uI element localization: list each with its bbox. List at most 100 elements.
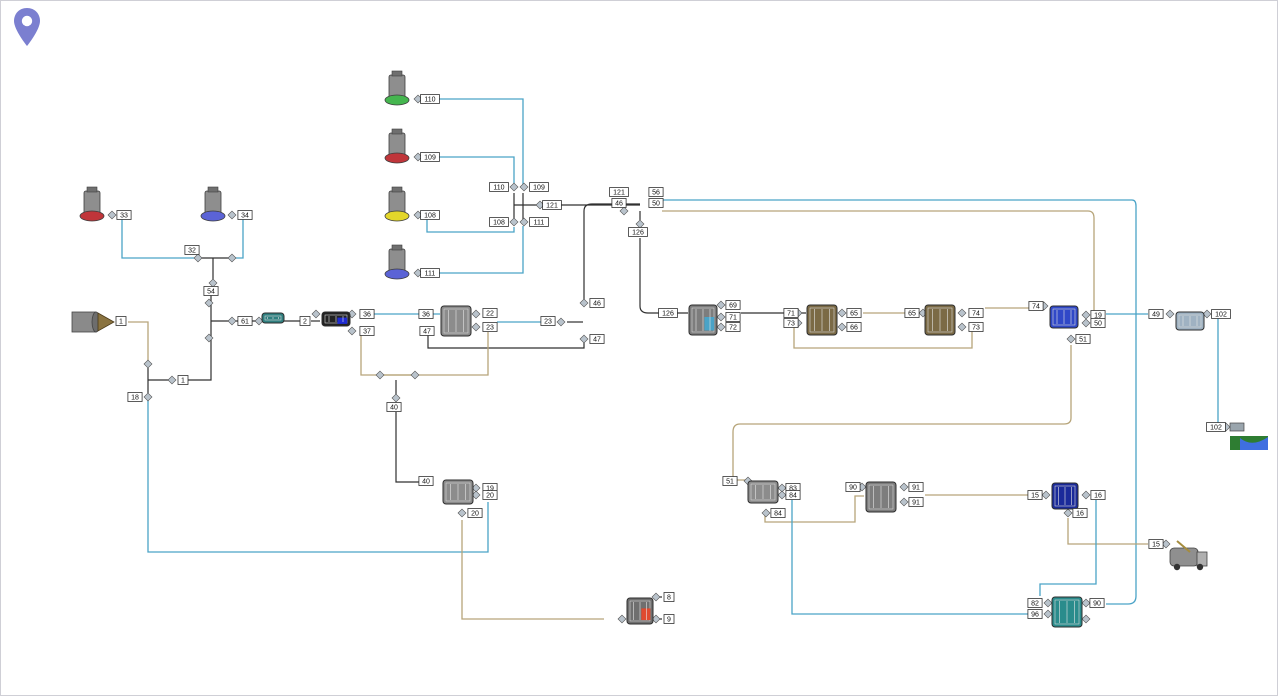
stream-label[interactable]: 46 (589, 298, 605, 308)
connection-node[interactable] (899, 497, 909, 507)
sludge-thickener-icon[interactable] (747, 480, 779, 504)
connection-node[interactable] (1081, 318, 1091, 328)
stream-label[interactable]: 51 (1075, 334, 1091, 344)
connection-node[interactable] (556, 317, 566, 327)
stream-label[interactable]: 109 (529, 182, 549, 192)
connection-node[interactable] (519, 217, 529, 227)
stream-label[interactable]: 74 (968, 308, 984, 318)
stream-label[interactable]: 111 (420, 268, 440, 278)
connection-node[interactable] (107, 210, 117, 220)
connection-node[interactable] (457, 508, 467, 518)
stream-label[interactable]: 65 (846, 308, 862, 318)
stream-label[interactable]: 84 (785, 490, 801, 500)
stream-label[interactable]: 90 (845, 482, 861, 492)
influent-pipe-icon[interactable] (71, 311, 115, 333)
connection-node[interactable] (1202, 309, 1212, 319)
stream-label[interactable]: 51 (722, 476, 738, 486)
stream-label[interactable]: 15 (1027, 490, 1043, 500)
connection-node[interactable] (193, 253, 203, 263)
stream-label[interactable]: 72 (725, 322, 741, 332)
chemical-tank-icon[interactable] (384, 244, 410, 280)
stream-label[interactable]: 110 (489, 182, 509, 192)
connection-node[interactable] (509, 217, 519, 227)
stream-label[interactable]: 54 (203, 286, 219, 296)
connection-node[interactable] (519, 182, 529, 192)
connection-node[interactable] (143, 359, 153, 369)
connection-node[interactable] (651, 592, 661, 602)
stream-label[interactable]: 121 (542, 200, 562, 210)
stream-label[interactable]: 47 (419, 326, 435, 336)
connection-node[interactable] (410, 370, 420, 380)
connection-node[interactable] (579, 298, 589, 308)
stream-label[interactable]: 16 (1090, 490, 1106, 500)
connection-node[interactable] (1165, 309, 1175, 319)
stream-label[interactable]: 9 (663, 614, 675, 624)
stream-label[interactable]: 84 (770, 508, 786, 518)
connection-node[interactable] (471, 322, 481, 332)
uv-disinfection-icon[interactable] (1175, 311, 1205, 331)
stream-label[interactable]: 18 (127, 392, 143, 402)
stream-label[interactable]: 20 (482, 490, 498, 500)
stream-label[interactable]: 108 (489, 217, 509, 227)
connection-node[interactable] (1043, 609, 1053, 619)
connection-node[interactable] (204, 298, 214, 308)
connection-node[interactable] (227, 316, 237, 326)
stream-label[interactable]: 73 (968, 322, 984, 332)
filtrate-tank-icon[interactable] (1051, 596, 1083, 628)
connection-node[interactable] (1081, 614, 1091, 624)
stream-label[interactable]: 102 (1206, 422, 1226, 432)
stream-label[interactable]: 102 (1211, 309, 1231, 319)
stream-label[interactable]: 47 (589, 334, 605, 344)
stream-label[interactable]: 91 (908, 482, 924, 492)
connection-node[interactable] (1081, 490, 1091, 500)
stream-label[interactable]: 33 (116, 210, 132, 220)
stream-label[interactable]: 109 (420, 152, 440, 162)
stream-label[interactable]: 1 (177, 375, 189, 385)
connection-node[interactable] (716, 300, 726, 310)
dewatering-unit-icon[interactable] (865, 481, 897, 513)
thickener-icon[interactable] (442, 479, 474, 505)
chemical-tank-icon[interactable] (384, 186, 410, 222)
connection-node[interactable] (651, 614, 661, 624)
chemical-tank-icon[interactable] (384, 70, 410, 106)
connection-node[interactable] (1041, 490, 1051, 500)
connection-node[interactable] (837, 308, 847, 318)
primary-clarifier-icon[interactable] (440, 305, 472, 337)
connection-node[interactable] (619, 206, 629, 216)
stream-label[interactable]: 8 (663, 592, 675, 602)
connection-node[interactable] (837, 322, 847, 332)
connection-node[interactable] (375, 370, 385, 380)
stream-label[interactable]: 50 (648, 198, 664, 208)
connection-node[interactable] (1043, 598, 1053, 608)
stream-label[interactable]: 40 (386, 402, 402, 412)
connection-node[interactable] (1081, 598, 1091, 608)
connection-node[interactable] (899, 482, 909, 492)
chemical-tank-icon[interactable] (200, 186, 226, 222)
stream-label[interactable]: 36 (359, 309, 375, 319)
stream-label[interactable]: 65 (904, 308, 920, 318)
stream-label[interactable]: 91 (908, 497, 924, 507)
connection-node[interactable] (208, 278, 218, 288)
connection-node[interactable] (617, 614, 627, 624)
stream-label[interactable]: 23 (540, 316, 556, 326)
stream-label[interactable]: 49 (1148, 309, 1164, 319)
stream-label[interactable]: 1 (115, 316, 127, 326)
stream-label[interactable]: 74 (1028, 301, 1044, 311)
stream-label[interactable]: 126 (658, 308, 678, 318)
stream-label[interactable]: 66 (846, 322, 862, 332)
stream-label[interactable]: 16 (1072, 508, 1088, 518)
connection-node[interactable] (471, 309, 481, 319)
map-pin-icon[interactable] (14, 8, 40, 46)
chemical-tank-icon[interactable] (79, 186, 105, 222)
stream-label[interactable]: 61 (237, 316, 253, 326)
stream-label[interactable]: 71 (725, 312, 741, 322)
connection-node[interactable] (204, 333, 214, 343)
connection-node[interactable] (957, 322, 967, 332)
stream-label[interactable]: 69 (725, 300, 741, 310)
stream-label[interactable]: 82 (1027, 598, 1043, 608)
stream-label[interactable]: 111 (529, 217, 549, 227)
connection-node[interactable] (716, 322, 726, 332)
connection-node[interactable] (509, 182, 519, 192)
stream-label[interactable]: 40 (418, 476, 434, 486)
stream-label[interactable]: 126 (628, 227, 648, 237)
